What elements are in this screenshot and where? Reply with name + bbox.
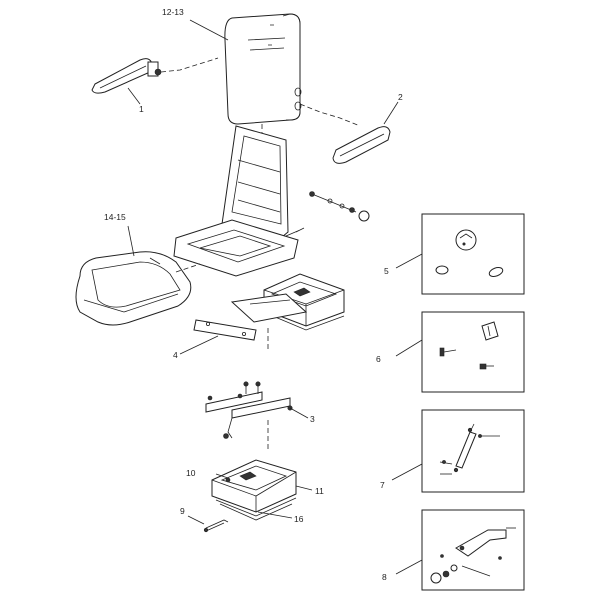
callout-rails: 3	[310, 414, 315, 424]
leader-lever	[187, 515, 205, 525]
callout-backrest: 12-13	[162, 7, 184, 17]
callout-switch: 10	[186, 468, 196, 478]
callout-kit-8: 8	[382, 572, 387, 582]
leader-cushion	[127, 225, 135, 257]
callout-kit-5: 5	[384, 266, 389, 276]
leader-suspension	[295, 485, 313, 491]
leader-rails	[289, 407, 309, 419]
armrest-right-part	[299, 103, 391, 164]
leader-plate	[179, 335, 219, 355]
armrest-left-part	[91, 57, 219, 94]
leader-armrest-right	[383, 101, 399, 125]
leader-kit-5	[395, 253, 423, 269]
kit-box-7	[421, 409, 525, 493]
callout-cover: 16	[294, 514, 304, 524]
callout-plate: 4	[173, 350, 178, 360]
leader-kit-8	[395, 559, 423, 575]
seat-frame-part	[173, 125, 305, 277]
kit-box-5	[421, 213, 525, 295]
callout-cushion: 14-15	[104, 212, 126, 222]
leader-armrest-left	[127, 87, 141, 105]
adjuster-screw-part	[309, 191, 370, 222]
callout-armrest-right: 2	[398, 92, 403, 102]
kit-box-8	[421, 509, 525, 591]
kit-box-6	[421, 311, 525, 393]
leader-backrest	[189, 19, 229, 41]
callout-kit-6: 6	[376, 354, 381, 364]
callout-suspension: 11	[315, 486, 324, 496]
callout-lever: 9	[180, 506, 185, 516]
lever-part	[203, 519, 229, 533]
leader-kit-6	[395, 339, 423, 357]
cushion-part	[75, 251, 192, 326]
rails-part	[205, 381, 293, 439]
callout-armrest-left: 1	[139, 104, 144, 114]
link-cushion-frame	[175, 263, 201, 273]
backrest-part	[224, 13, 302, 125]
mounting-plate-part	[193, 319, 257, 341]
callout-kit-7: 7	[380, 480, 385, 490]
leader-cover	[257, 511, 293, 519]
leader-kit-7	[391, 463, 423, 481]
upper-mechanism-part	[230, 273, 345, 331]
leader-switch	[215, 473, 229, 479]
suspension-base-part	[211, 459, 297, 521]
